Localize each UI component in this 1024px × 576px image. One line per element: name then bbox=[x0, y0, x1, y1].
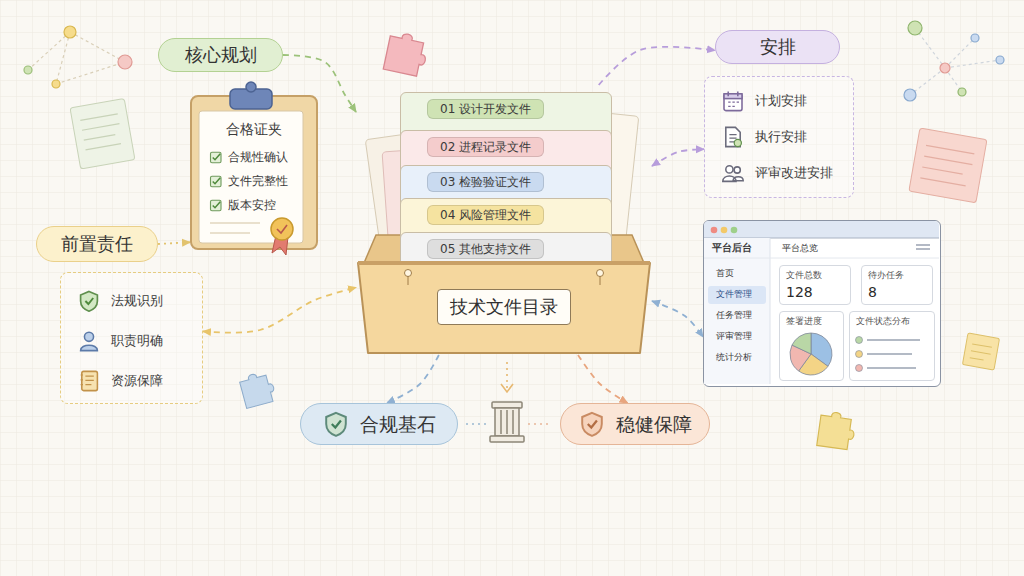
dashed-connector bbox=[158, 242, 190, 244]
dashed-connector bbox=[387, 355, 439, 403]
menu-item: 文件管理 bbox=[716, 289, 752, 300]
folder-tab: 04 风险管理文件 bbox=[427, 205, 544, 225]
folder-tab: 03 检验验证文件 bbox=[427, 172, 544, 192]
clipboard: 合格证夹合规性确认文件完整性版本安控 bbox=[190, 95, 318, 250]
check-icon bbox=[209, 174, 224, 189]
heading-pill: 核心规划 bbox=[158, 38, 283, 72]
check-icon bbox=[209, 198, 224, 213]
folder-tab: 01 设计开发文件 bbox=[427, 99, 544, 119]
list-item: 法规识别 bbox=[111, 292, 163, 310]
note-icon bbox=[77, 369, 101, 393]
shieldb-icon bbox=[322, 410, 350, 438]
stat-card: 待办任务 8 bbox=[861, 265, 933, 305]
dashed-connector bbox=[578, 355, 628, 403]
person-icon bbox=[77, 329, 101, 353]
folder-tab: 02 进程记录文件 bbox=[427, 137, 544, 157]
shieldo-icon bbox=[578, 410, 606, 438]
card-label: 文件总数 bbox=[786, 270, 822, 280]
chart-card: 文件状态分布 bbox=[849, 311, 935, 381]
dashed-connector bbox=[652, 149, 704, 166]
checklist-item: 文件完整性 bbox=[228, 175, 288, 189]
puzzle-piece bbox=[239, 370, 277, 408]
card-number: 128 bbox=[786, 284, 813, 301]
value-pill: 稳健保障 bbox=[560, 403, 710, 445]
card-label: 文件状态分布 bbox=[856, 316, 910, 326]
stat-card: 文件总数 128 bbox=[779, 265, 851, 305]
chart-card: 签署进度 bbox=[779, 311, 844, 381]
clipboard-title: 合格证夹 bbox=[192, 121, 316, 138]
dashed-connector bbox=[599, 47, 715, 85]
molecule-left bbox=[24, 26, 132, 88]
list-item: 执行安排 bbox=[755, 128, 807, 146]
pill-label: 核心规划 bbox=[185, 44, 257, 66]
dashed-connector bbox=[652, 301, 703, 337]
note-paper-right bbox=[909, 128, 987, 203]
menu-item: 任务管理 bbox=[716, 310, 752, 321]
checklist-item: 版本安控 bbox=[228, 199, 276, 213]
list-row: 执行安排 bbox=[721, 123, 807, 151]
note-paper-left bbox=[70, 98, 135, 169]
check-icon bbox=[209, 150, 224, 165]
file-box: 技术文件目录 01 设计开发文件 02 进程记录文件 03 检验验证文件 04 风险管理… bbox=[356, 85, 652, 355]
card-label: 签署进度 bbox=[786, 316, 822, 326]
dashed-connector bbox=[203, 288, 356, 333]
value-pill: 合规基石 bbox=[300, 403, 458, 445]
window-heading: 平台总览 bbox=[782, 243, 818, 254]
checklist-item: 合规性确认 bbox=[228, 151, 288, 165]
dotted-arrows bbox=[466, 362, 550, 424]
box-label-plate: 技术文件目录 bbox=[437, 289, 571, 325]
pill-label: 安排 bbox=[760, 36, 796, 58]
pill-label: 稳健保障 bbox=[616, 413, 692, 436]
puzzle-piece bbox=[383, 31, 430, 78]
list-item: 评审改进安排 bbox=[755, 164, 833, 182]
list-row: 资源保障 bbox=[77, 367, 163, 395]
puzzle-piece bbox=[817, 410, 857, 450]
list-row: 评审改进安排 bbox=[721, 159, 833, 187]
cal-icon bbox=[721, 89, 745, 113]
heading-pill: 前置责任 bbox=[36, 226, 158, 262]
list-item: 职责明确 bbox=[111, 332, 163, 350]
list-row: 职责明确 bbox=[77, 327, 163, 355]
dashed-list-box: 计划安排执行安排评审改进安排 bbox=[704, 76, 854, 198]
sticky-note bbox=[962, 333, 999, 370]
list-item: 资源保障 bbox=[111, 372, 163, 390]
pill-label: 前置责任 bbox=[61, 233, 133, 255]
people-icon bbox=[721, 161, 745, 185]
folder-tab: 05 其他支持文件 bbox=[427, 239, 544, 259]
dashed-list-box: 法规识别职责明确资源保障 bbox=[60, 272, 203, 404]
window-heading: 平台后台 bbox=[712, 242, 752, 254]
doc-icon bbox=[721, 125, 745, 149]
menu-item: 评审管理 bbox=[716, 331, 752, 342]
pillar-icon bbox=[490, 402, 524, 442]
menu-item: 统计分析 bbox=[716, 352, 752, 363]
heading-pill: 安排 bbox=[715, 30, 840, 64]
menu-item: 首页 bbox=[716, 268, 734, 279]
shieldg-icon bbox=[77, 289, 101, 313]
molecule-right bbox=[904, 21, 1004, 101]
list-row: 法规识别 bbox=[77, 287, 163, 315]
list-item: 计划安排 bbox=[755, 92, 807, 110]
pill-label: 合规基石 bbox=[360, 413, 436, 436]
card-label: 待办任务 bbox=[868, 270, 904, 280]
clipboard-art bbox=[190, 95, 312, 250]
card-number: 8 bbox=[868, 284, 877, 301]
list-row: 计划安排 bbox=[721, 87, 807, 115]
app-window: 平台后台 平台总览首页文件管理任务管理评审管理统计分析 文件总数 128 待办任务 8 签署… bbox=[703, 220, 941, 387]
